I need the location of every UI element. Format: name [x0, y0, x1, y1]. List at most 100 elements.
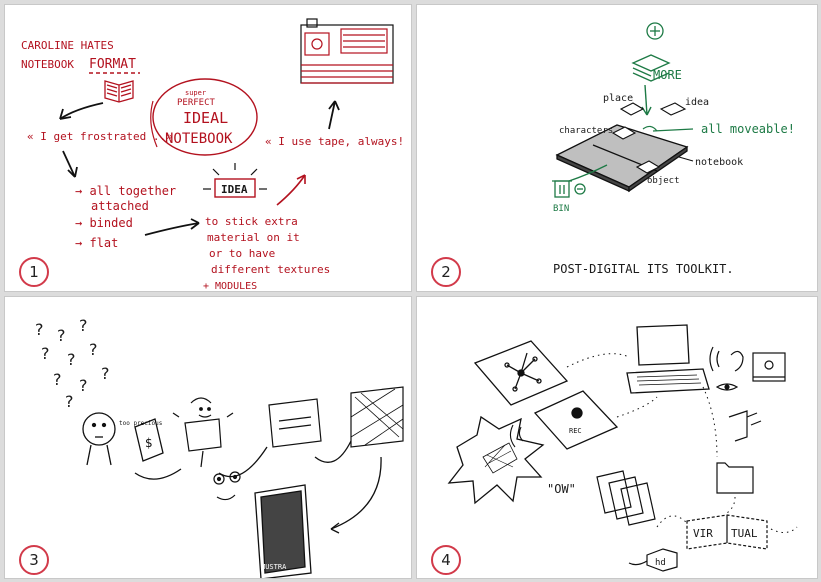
panel-number-badge: 3	[19, 545, 49, 575]
object-label: object	[647, 176, 680, 186]
filled-notebook-doodle	[350, 386, 404, 448]
card-place	[619, 102, 645, 116]
tape-quote: « I use tape, always! »	[265, 135, 412, 148]
virtual-book-icon	[686, 514, 768, 550]
list-item-together: → all together	[75, 184, 176, 198]
panel-3-sketch: ??? ??? ??? ? too precious $	[35, 316, 404, 578]
panel-number-badge: 2	[431, 257, 461, 287]
panel-number-badge: 4	[431, 545, 461, 575]
svg-text:?: ?	[79, 316, 88, 335]
svg-text:?: ?	[35, 320, 44, 339]
confused-person-doodle	[82, 412, 116, 466]
notebook-text: NOTEBOOK	[21, 58, 74, 71]
svg-text:?: ?	[41, 344, 50, 363]
panel-2-toolkit: MORE place idea characters object all m	[416, 4, 818, 292]
cards-stack-icon	[596, 470, 656, 526]
virtual-label-right: TUAL	[731, 527, 758, 540]
stack-icon	[631, 54, 671, 82]
svg-text:?: ?	[65, 392, 74, 411]
idea-lightbulb-icon	[203, 163, 267, 190]
phone-recorder-icon	[533, 390, 619, 450]
arrow-to-list	[62, 150, 76, 178]
arrow-3	[314, 440, 352, 463]
svg-text:?: ?	[79, 376, 88, 395]
arrow-to-quote	[59, 102, 104, 120]
happy-person-doodle	[172, 397, 234, 468]
panel-3-story: ??? ??? ??? ? too precious $	[4, 296, 412, 579]
laptop-icon	[626, 324, 710, 394]
perfect-text: PERFECT	[177, 98, 216, 108]
notebook-bubble-text: NOTEBOOK	[165, 131, 233, 147]
trash-bin-icon	[552, 180, 586, 198]
tag-label: hd	[655, 558, 666, 568]
question-marks-doodle: ??? ??? ??? ?	[35, 316, 110, 411]
idea-line-3: or to have	[209, 247, 275, 260]
idea-line-4: different textures	[211, 263, 330, 276]
panel-1-sketch: CAROLINE HATES NOTEBOOK FORMAT « I get f…	[21, 18, 412, 292]
virtual-label-left: VIR	[693, 527, 713, 540]
modules-text: + MODULES	[203, 281, 257, 292]
panel-4-devices: REC "OW"	[416, 296, 818, 579]
idea-label: IDEA	[221, 183, 248, 196]
tablet-network-icon	[473, 340, 569, 406]
arrow-to-idea	[144, 222, 200, 236]
list-item-flat: → flat	[75, 236, 118, 250]
card-object	[635, 160, 661, 174]
arrow-1	[134, 468, 182, 480]
list-item-attached: attached	[91, 199, 149, 213]
sound-wave-icon	[509, 424, 524, 448]
ear-listening-icon	[709, 346, 744, 372]
folder-icon	[716, 462, 754, 494]
format-text: FORMAT	[89, 57, 136, 72]
arrow-2	[218, 446, 268, 478]
super-text: super	[185, 89, 206, 97]
arrow-4	[330, 456, 382, 530]
idea-box	[214, 178, 256, 198]
svg-text:?: ?	[89, 340, 98, 359]
frustrated-quote: « I get frostrated ..»	[27, 130, 173, 143]
taped-notebook-sketch	[300, 18, 394, 84]
arrow-to-bin	[568, 164, 608, 182]
svg-text:?: ?	[101, 364, 110, 383]
image-icon	[752, 352, 786, 382]
toolkit-caption: POST-DIGITAL ITS TOOLKIT.	[553, 262, 734, 276]
caroline-hates-text: CAROLINE HATES	[21, 39, 114, 52]
panel-4-sketch: REC "OW"	[447, 324, 798, 572]
svg-text:?: ?	[57, 326, 66, 345]
place-label: place	[603, 93, 633, 104]
eye-icon	[715, 383, 739, 391]
card-characters	[611, 126, 637, 140]
panel-number-badge: 1	[19, 257, 49, 287]
rec-label: REC	[569, 427, 582, 435]
notebook-page-doodle	[268, 398, 322, 448]
too-precious-label: too precious	[119, 420, 163, 427]
svg-text:$: $	[145, 436, 153, 450]
open-book-icon	[104, 80, 134, 103]
ideal-notebook-bubble	[152, 78, 258, 156]
tag-icon	[628, 548, 678, 572]
finished-book-doodle	[254, 484, 312, 578]
more-label: MORE	[653, 68, 682, 82]
precious-notebook-icon: $	[134, 418, 164, 462]
book-title-label: MUSTRA	[261, 563, 287, 571]
panel-1-notebook-frustration: CAROLINE HATES NOTEBOOK FORMAT « I get f…	[4, 4, 412, 292]
arrow-to-tape	[276, 174, 306, 206]
open-notebook-drawing	[555, 124, 689, 193]
card-idea	[659, 102, 687, 116]
dotted-connectors	[566, 353, 798, 533]
ow-label: "OW"	[547, 482, 576, 496]
idea-line-2: material on it	[207, 231, 300, 244]
idea-label: idea	[685, 97, 709, 108]
smiling-face-doodle	[213, 471, 241, 501]
burst-glove-doodle	[447, 415, 545, 505]
panel-2-sketch: MORE place idea characters object all m	[552, 22, 795, 276]
list-item-binded: → binded	[75, 216, 133, 230]
moveable-label: all moveable!	[701, 122, 795, 136]
arrow-to-sketch	[328, 100, 336, 130]
notebook-label: notebook	[695, 157, 743, 168]
ideal-text: IDEAL	[183, 109, 228, 127]
idea-line-1: to stick extra	[205, 215, 298, 228]
add-circle-icon	[646, 22, 664, 40]
bin-label: BIN	[553, 204, 569, 214]
svg-text:?: ?	[67, 350, 76, 369]
